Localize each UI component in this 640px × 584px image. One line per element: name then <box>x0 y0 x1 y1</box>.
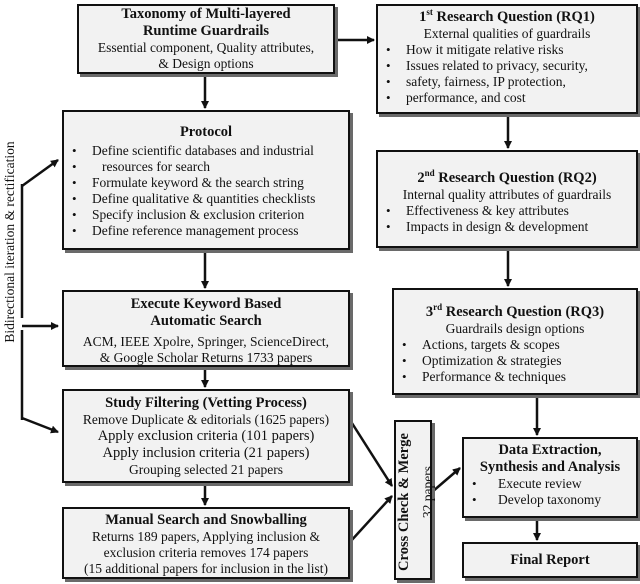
manual-search-title: Manual Search and Snowballing <box>105 512 307 528</box>
rq1-item-continued: safety, fairness, IP protection, <box>378 74 636 90</box>
data-extraction-box: Data Extraction, Synthesis and Analysis … <box>462 437 638 518</box>
filtering-line: Apply exclusion criteria (101 papers) <box>97 428 315 444</box>
rq3-list: Actions, targets & scopes Optimization &… <box>394 337 636 385</box>
rq1-title: 1st Research Question (RQ1) <box>378 7 636 26</box>
final-report-box: Final Report <box>462 542 638 578</box>
rq3-title: 3rd Research Question (RQ3) <box>394 302 636 321</box>
rq3-box: 3rd Research Question (RQ3) Guardrails d… <box>392 288 638 395</box>
taxonomy-box: Taxonomy of Multi-layered Runtime Guardr… <box>77 4 335 74</box>
rq1-item-continued: performance, and cost <box>378 90 636 106</box>
data-extraction-title-line1: Data Extraction, <box>498 442 602 458</box>
arrow-iteration-filtering <box>21 416 59 434</box>
rq1-list: How it mitigate relative risks Issues re… <box>378 42 636 106</box>
rq2-item: Effectiveness & key attributes <box>378 203 636 219</box>
manual-search-box: Manual Search and Snowballing Returns 18… <box>62 507 350 579</box>
side-label-wrap: Bidirectional iteration & rectification <box>2 127 18 357</box>
filtering-line: Remove Duplicate & editorials (1625 pape… <box>82 412 330 427</box>
rq3-title-text: Research Question (RQ3) <box>442 304 605 320</box>
taxonomy-line1: Essential component, Quality attributes, <box>97 40 315 55</box>
filtering-box: Study Filtering (Vetting Process) Remove… <box>62 389 350 483</box>
cross-check-title: Cross Check & Merge <box>396 433 412 571</box>
protocol-item: Define reference management process <box>64 223 348 239</box>
protocol-item: Define qualitative & quantities checklis… <box>64 191 348 207</box>
data-extraction-item: Develop taxonomy <box>464 492 636 508</box>
rq3-item: Optimization & strategies <box>394 353 636 369</box>
filtering-title: Study Filtering (Vetting Process) <box>105 395 307 411</box>
rq1-item: How it mitigate relative risks <box>378 42 636 58</box>
keyword-search-box: Execute Keyword Based Automatic Search A… <box>62 290 350 367</box>
cross-check-subtitle-wrap: 32 papers <box>420 452 436 532</box>
data-extraction-list: Execute review Develop taxonomy <box>464 476 636 508</box>
rq2-subtitle: Internal quality attributes of guardrail… <box>402 187 612 202</box>
rq3-item: Performance & techniques <box>394 369 636 385</box>
filtering-line: Apply inclusion criteria (21 papers) <box>102 445 310 461</box>
manual-search-line: exclusion criteria removes 174 papers <box>103 545 309 560</box>
protocol-item: Specify inclusion & exclusion criterion <box>64 207 348 223</box>
protocol-box: Protocol Define scientific databases and… <box>62 110 350 250</box>
rq1-item: Issues related to privacy, security, <box>378 58 636 74</box>
rq2-ordinal-suffix: nd <box>424 168 435 179</box>
rq2-item: Impacts in design & development <box>378 219 636 235</box>
taxonomy-title-line1: Taxonomy of Multi-layered <box>121 6 291 22</box>
rq2-box: 2nd Research Question (RQ2) Internal qua… <box>376 150 638 248</box>
cross-check-box: Cross Check & Merge <box>394 420 432 580</box>
protocol-title: Protocol <box>179 124 233 140</box>
rq1-ordinal-suffix: st <box>426 7 433 18</box>
rq1-title-text: Research Question (RQ1) <box>432 9 595 25</box>
rq3-subtitle: Guardrails design options <box>445 321 585 336</box>
filtering-line: Grouping selected 21 papers <box>128 462 284 477</box>
rq2-title-text: Research Question (RQ2) <box>434 170 597 186</box>
rq3-ordinal-suffix: rd <box>433 302 443 313</box>
data-extraction-title-line2: Synthesis and Analysis <box>479 459 621 475</box>
final-report-title: Final Report <box>510 552 590 568</box>
arrow-manual-to-crosscheck <box>349 495 393 543</box>
rq3-ordinal: 3 <box>425 304 434 320</box>
keyword-search-line2: & Google Scholar Returns 1733 papers <box>99 350 313 365</box>
rq2-list: Effectiveness & key attributes Impacts i… <box>378 203 636 235</box>
protocol-item-continued: resources for search <box>64 159 348 175</box>
data-extraction-item: Execute review <box>464 476 636 492</box>
keyword-search-line1: ACM, IEEE Xpolre, Springer, ScienceDirec… <box>82 334 330 349</box>
protocol-item: Formulate keyword & the search string <box>64 175 348 191</box>
manual-search-line: Returns 189 papers, Applying inclusion & <box>92 529 320 544</box>
arrow-crosscheck-to-extraction <box>431 467 461 493</box>
taxonomy-line2: & Design options <box>158 56 254 71</box>
rq1-box: 1st Research Question (RQ1) External qua… <box>376 4 638 114</box>
keyword-search-title-line1: Execute Keyword Based <box>130 296 282 312</box>
rq1-subtitle: External qualities of guardrails <box>423 26 591 41</box>
keyword-search-title-line2: Automatic Search <box>150 313 262 329</box>
rq2-ordinal: 2 <box>417 170 425 186</box>
rq2-title: 2nd Research Question (RQ2) <box>378 168 636 187</box>
arrow-filtering-to-crosscheck <box>348 419 394 487</box>
protocol-list: Define scientific databases and industri… <box>64 143 348 239</box>
manual-search-line: (15 additional papers for inclusion in t… <box>83 561 329 576</box>
arrow-iteration-protocol <box>21 158 59 188</box>
rq3-item: Actions, targets & scopes <box>394 337 636 353</box>
cross-check-subtitle: 32 papers <box>420 465 435 519</box>
protocol-item: Define scientific databases and industri… <box>64 143 348 159</box>
rq1-ordinal: 1 <box>419 9 427 25</box>
side-label: Bidirectional iteration & rectification <box>2 141 17 343</box>
taxonomy-title-line2: Runtime Guardrails <box>142 23 270 39</box>
